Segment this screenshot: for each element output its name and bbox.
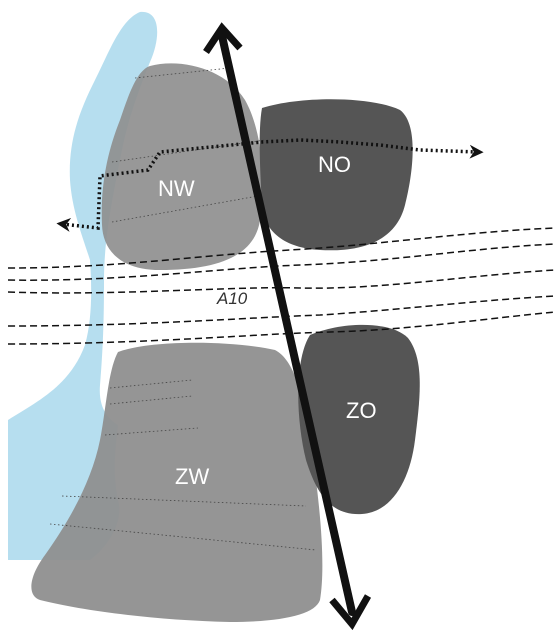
zone-label-zo: ZO xyxy=(346,398,377,423)
zone-label-no: NO xyxy=(318,152,351,177)
zone-zw xyxy=(31,342,323,622)
axis-arrow xyxy=(203,22,372,630)
zone-label-nw: NW xyxy=(158,176,195,201)
road-label-a10: A10 xyxy=(216,289,248,308)
zone-zo xyxy=(298,324,420,515)
zone-label-zw: ZW xyxy=(175,464,209,489)
route-path xyxy=(56,138,484,232)
road-lines xyxy=(7,227,556,345)
